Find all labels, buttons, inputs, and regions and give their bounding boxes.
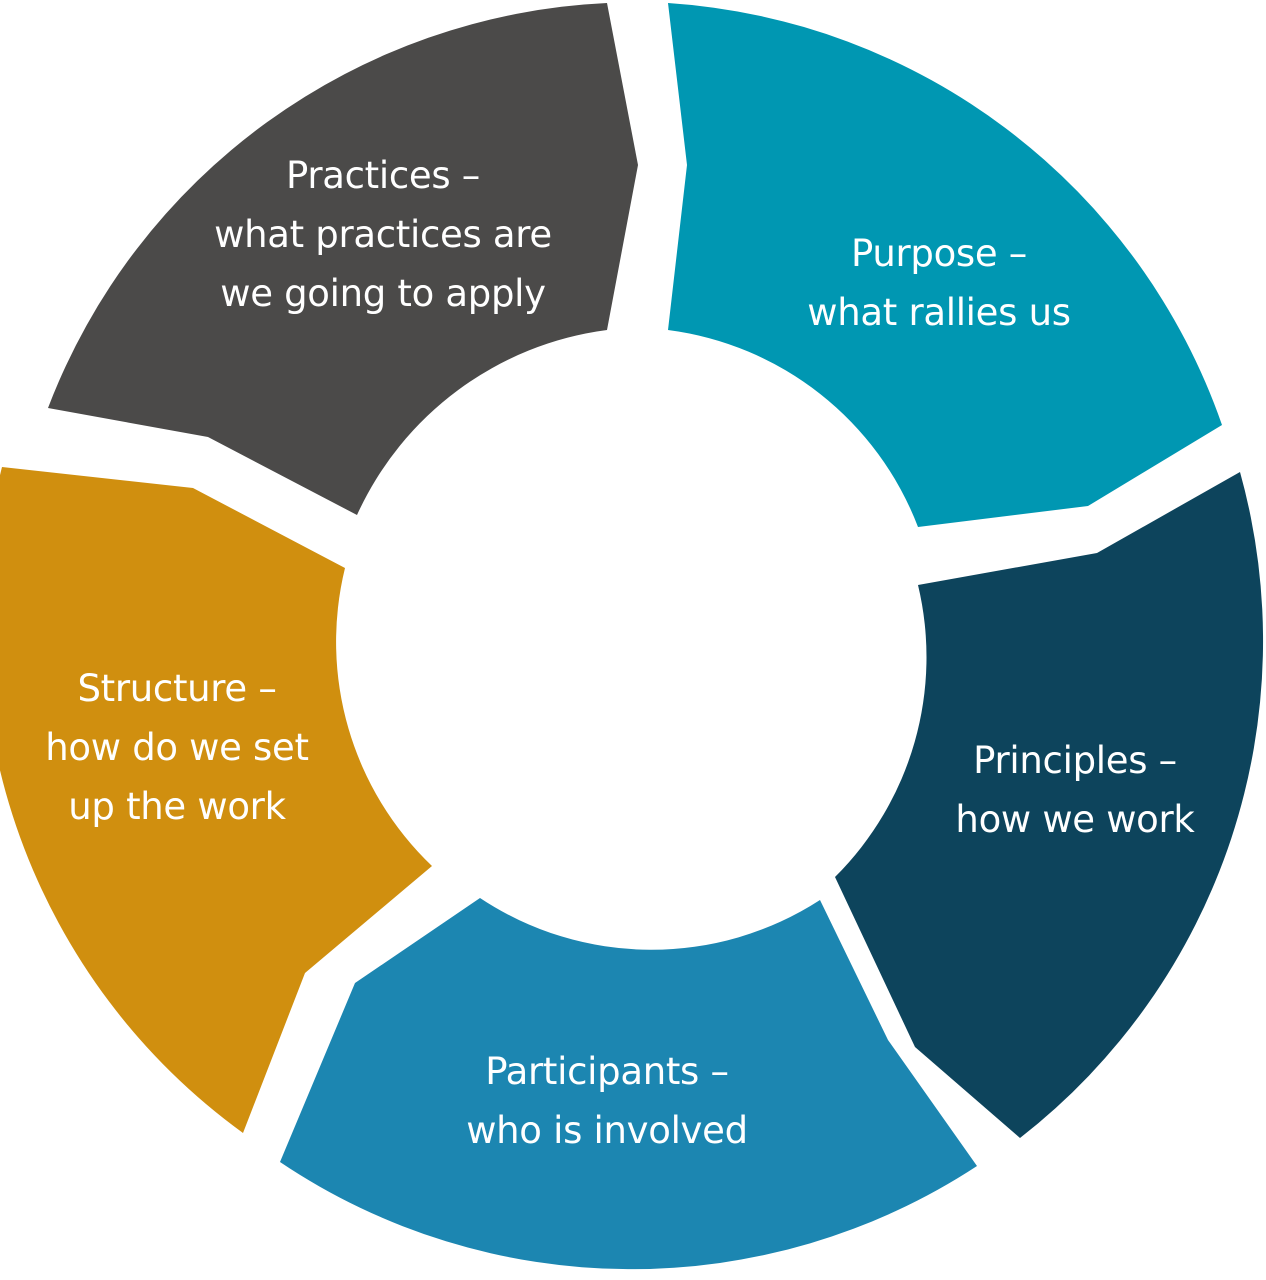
segment-practices [48, 3, 638, 515]
label-participants: Participants – who is involved [466, 1042, 748, 1160]
segment-purpose [668, 3, 1222, 527]
practices-desc-line-2: we going to apply [220, 272, 546, 315]
participants-title: Participants – [485, 1050, 729, 1093]
label-practices: Practices – what practices are we going … [214, 146, 552, 323]
principles-title: Principles – [973, 739, 1177, 782]
participants-desc-line-1: who is involved [466, 1109, 748, 1152]
practices-title: Practices – [285, 154, 481, 197]
practices-desc-line-1: what practices are [214, 213, 552, 256]
segment-structure [0, 467, 432, 1133]
segment-participants [280, 898, 977, 1270]
structure-desc-line-2: up the work [68, 785, 286, 828]
principles-desc-line-1: how we work [955, 798, 1195, 841]
structure-title: Structure – [77, 667, 277, 710]
label-purpose: Purpose – what rallies us [807, 224, 1071, 342]
purpose-title: Purpose – [850, 232, 1028, 275]
segment-principles [835, 472, 1264, 1138]
purpose-desc-line-1: what rallies us [807, 291, 1071, 334]
structure-desc-line-1: how do we set [45, 726, 309, 769]
label-structure: Structure – how do we set up the work [45, 659, 309, 836]
label-principles: Principles – how we work [955, 731, 1194, 849]
